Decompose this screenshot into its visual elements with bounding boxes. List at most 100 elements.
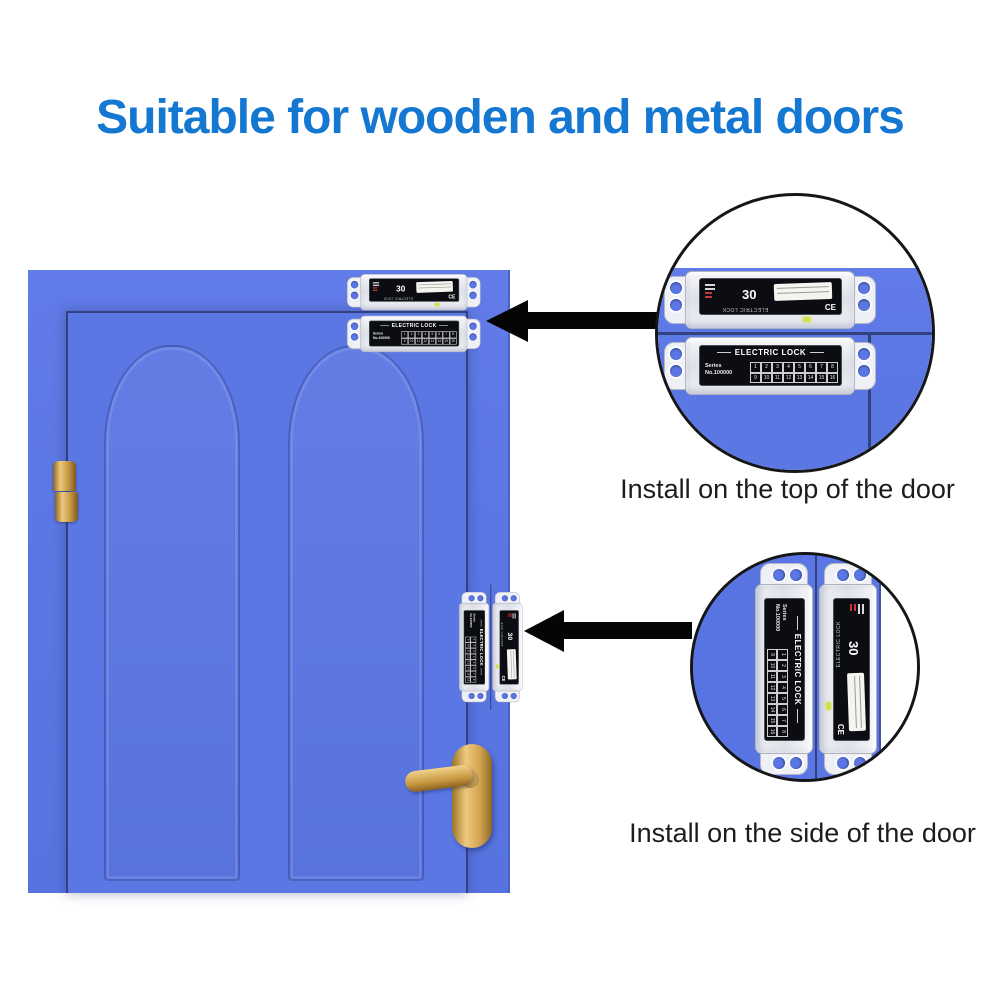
barcode-sticker — [506, 649, 517, 680]
top-lock-assembly: 30 ELECTRIC LOCK CE ELECTRIC LOCK Series — [347, 274, 481, 353]
screw-hole — [670, 365, 682, 377]
mounting-ear — [852, 276, 876, 324]
caption-top-install: Install on the top of the door — [620, 474, 955, 504]
door-edge-line — [814, 555, 817, 779]
mounting-ear — [465, 318, 481, 349]
mounting-ear — [760, 751, 808, 775]
model-number: 30 — [506, 632, 515, 641]
lock-unit-frame: 30 ELECTRIC LOCK CE — [819, 563, 877, 775]
screw-hole — [858, 365, 870, 377]
screw-hole — [858, 299, 870, 311]
ce-mark: CE — [448, 294, 456, 300]
model-number: 30 — [742, 287, 757, 302]
label-marks — [705, 284, 719, 300]
label-marks — [372, 282, 382, 292]
serial-number: No.100000 — [774, 604, 780, 632]
hinge-barrel-top — [53, 461, 76, 491]
hinge-barrel-bottom — [55, 492, 78, 522]
lock-name-flipped: ELECTRIC LOCK — [383, 296, 413, 300]
lock-label: 30 ELECTRIC LOCK CE — [699, 278, 842, 315]
screw-hole — [670, 299, 682, 311]
screw-hole — [837, 569, 849, 581]
lock-name: ELECTRIC LOCK — [370, 323, 459, 329]
led-indicator — [803, 317, 811, 322]
lock-name: ELECTRIC LOCK — [793, 599, 802, 740]
lock-label: 30 ELECTRIC LOCK CE — [499, 610, 519, 685]
screw-hole — [854, 757, 866, 769]
barcode-sticker — [773, 281, 833, 302]
mounting-ear — [824, 751, 872, 775]
series-info: Series No.100000 — [468, 613, 476, 628]
screw-hole — [790, 757, 802, 769]
screw-hole — [501, 595, 508, 602]
background-beyond-door — [879, 555, 917, 779]
lock-unit-frame: 30 ELECTRIC LOCK CE — [664, 271, 876, 329]
door-edge-line — [489, 584, 492, 710]
screw-hole — [469, 333, 477, 341]
screw-hole — [510, 595, 517, 602]
led-indicator — [434, 302, 440, 307]
screw-hole — [350, 280, 359, 289]
door-hinge-icon — [53, 461, 78, 523]
mounting-ear — [852, 342, 876, 390]
caption-side-install: Install on the side of the door — [629, 818, 976, 848]
screw-hole — [510, 692, 517, 700]
door-corner-line — [868, 334, 871, 470]
series-label: Series — [705, 363, 722, 369]
screw-hole — [469, 280, 477, 289]
screw-hole — [670, 348, 682, 360]
lock-unit-body: 30 ELECTRIC LOCK CE — [360, 274, 468, 311]
lock-unit-frame: 30 ELECTRIC LOCK CE — [347, 274, 481, 311]
series-info: Series No.100000 — [773, 604, 787, 631]
lock-name-flipped: ELECTRIC LOCK — [722, 306, 769, 312]
label-marks — [848, 604, 864, 618]
serial-number: No.100000 — [372, 336, 390, 341]
mounting-ear — [465, 277, 481, 308]
screw-hole — [350, 291, 359, 300]
lock-label: 30 ELECTRIC LOCK CE — [369, 278, 460, 302]
mounting-ear — [664, 342, 688, 390]
lock-label: 30 ELECTRIC LOCK CE — [833, 598, 870, 741]
screw-hole — [477, 595, 484, 602]
series-label: Series — [472, 613, 476, 622]
screw-hole — [501, 692, 508, 700]
lock-unit-body: 30 ELECTRIC LOCK CE — [685, 271, 855, 329]
screw-hole — [469, 322, 477, 331]
door-panel-right — [288, 345, 424, 881]
screw-hole — [468, 595, 475, 602]
zoom-circle-top: 30 ELECTRIC LOCK CE ELECTRIC LOCK Series — [655, 193, 935, 473]
series-label: Series — [372, 331, 384, 336]
led-indicator — [495, 664, 499, 669]
magnified-top-lock: 30 ELECTRIC LOCK CE ELECTRIC LOCK Series — [664, 271, 876, 395]
door-handle-icon — [403, 738, 515, 848]
series-info: Series No.100000 — [705, 363, 732, 377]
mounting-ear — [461, 689, 487, 703]
door-slab — [66, 311, 468, 893]
screw-hole — [773, 757, 785, 769]
lock-unit-frame: 30 ELECTRIC LOCK CE — [492, 592, 523, 703]
page-title: Suitable for wooden and metal doors — [96, 91, 905, 144]
screw-hole — [837, 757, 849, 769]
door-illustration — [28, 270, 510, 893]
label-marks — [507, 613, 516, 620]
screw-hole — [790, 569, 802, 581]
screw-hole — [670, 282, 682, 294]
lock-name-flipped: ELECTRIC LOCK — [501, 622, 505, 647]
serial-number: No.100000 — [468, 613, 472, 628]
barcode-sticker — [846, 672, 867, 732]
